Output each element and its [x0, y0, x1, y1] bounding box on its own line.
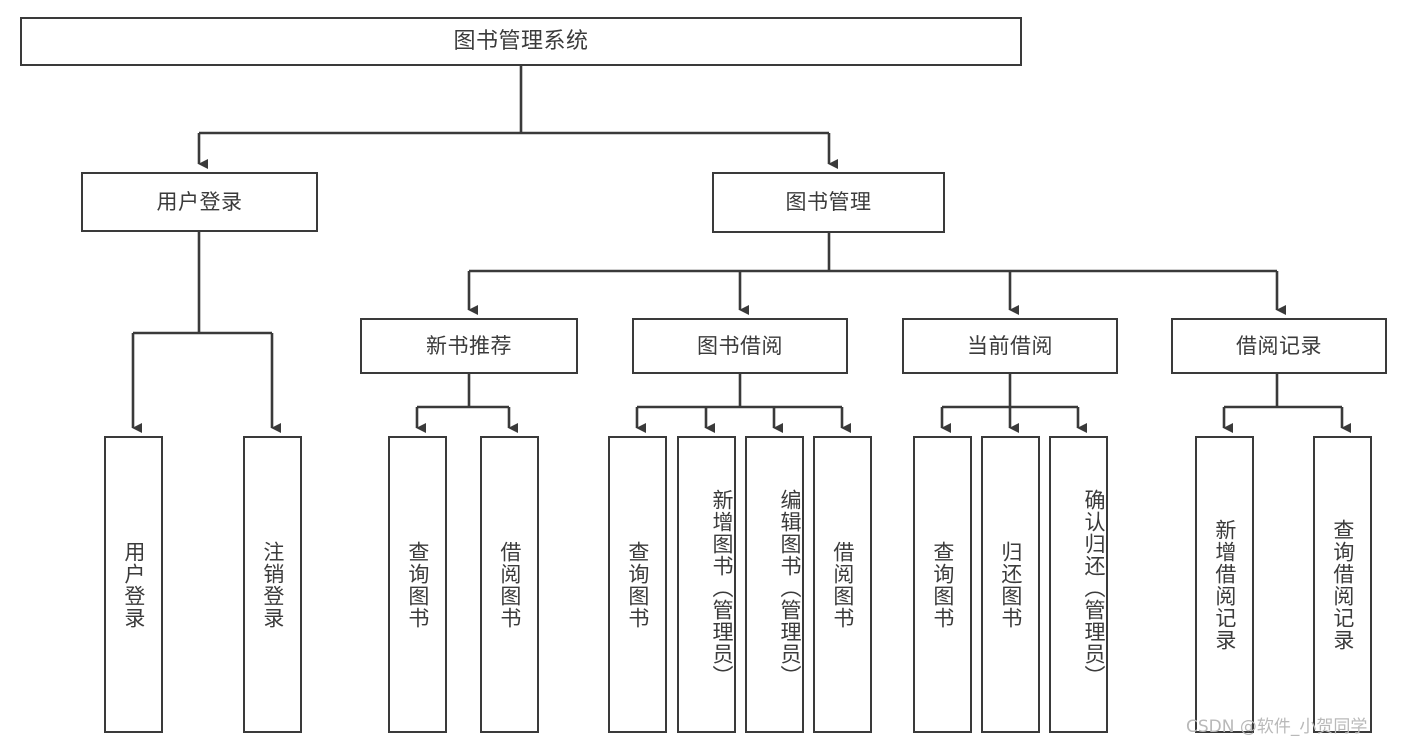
- leaf-borrow-borrow-books[interactable]: 借阅图书: [813, 436, 872, 733]
- node-label: 当前借阅: [967, 333, 1053, 358]
- node-book-management[interactable]: 图书管理: [712, 172, 945, 233]
- node-label: 新增图书（管理员）: [710, 488, 734, 687]
- leaf-borrow-edit-book-admin[interactable]: 编辑图书（管理员）: [745, 436, 804, 733]
- node-borrow-record[interactable]: 借阅记录: [1171, 318, 1387, 374]
- node-label: 编辑图书（管理员）: [778, 488, 802, 687]
- node-book-borrow[interactable]: 图书借阅: [632, 318, 848, 374]
- node-new-book-recommend[interactable]: 新书推荐: [360, 318, 578, 374]
- node-user-login[interactable]: 用户登录: [81, 172, 318, 232]
- leaf-record-query-borrow-record[interactable]: 查询借阅记录: [1313, 436, 1372, 733]
- node-label: 查询图书: [625, 540, 650, 629]
- node-label: 查询借阅记录: [1330, 518, 1355, 651]
- node-label: 注销登录: [260, 540, 285, 629]
- node-label: 新增借阅记录: [1212, 518, 1237, 651]
- leaf-current-confirm-return-admin[interactable]: 确认归还（管理员）: [1049, 436, 1108, 733]
- leaf-record-add-borrow-record[interactable]: 新增借阅记录: [1195, 436, 1254, 733]
- node-label: 借阅图书: [497, 540, 522, 629]
- leaf-current-return-books[interactable]: 归还图书: [981, 436, 1040, 733]
- node-label: 图书管理: [785, 190, 872, 215]
- node-label: 图书管理系统: [453, 28, 589, 54]
- node-label: 借阅记录: [1236, 333, 1322, 358]
- node-root-book-management-system[interactable]: 图书管理系统: [20, 17, 1022, 66]
- leaf-user-login[interactable]: 用户登录: [104, 436, 163, 733]
- leaf-logout[interactable]: 注销登录: [243, 436, 302, 733]
- node-label: 新书推荐: [426, 333, 512, 358]
- leaf-newbook-query-books[interactable]: 查询图书: [388, 436, 447, 733]
- leaf-borrow-query-books[interactable]: 查询图书: [608, 436, 667, 733]
- leaf-newbook-borrow-books[interactable]: 借阅图书: [480, 436, 539, 733]
- node-label: 查询图书: [405, 540, 430, 629]
- node-label: 归还图书: [998, 540, 1023, 629]
- leaf-current-query-books[interactable]: 查询图书: [913, 436, 972, 733]
- node-label: 图书借阅: [697, 333, 783, 358]
- node-label: 查询图书: [930, 540, 955, 629]
- node-label: 确认归还（管理员）: [1082, 488, 1106, 687]
- node-label: 用户登录: [121, 540, 146, 629]
- node-current-borrow[interactable]: 当前借阅: [902, 318, 1118, 374]
- node-label: 用户登录: [156, 189, 243, 214]
- csdn-watermark: CSDN @软件_小贺同学: [1186, 717, 1368, 737]
- leaf-borrow-add-book-admin[interactable]: 新增图书（管理员）: [677, 436, 736, 733]
- node-label: 借阅图书: [830, 540, 855, 629]
